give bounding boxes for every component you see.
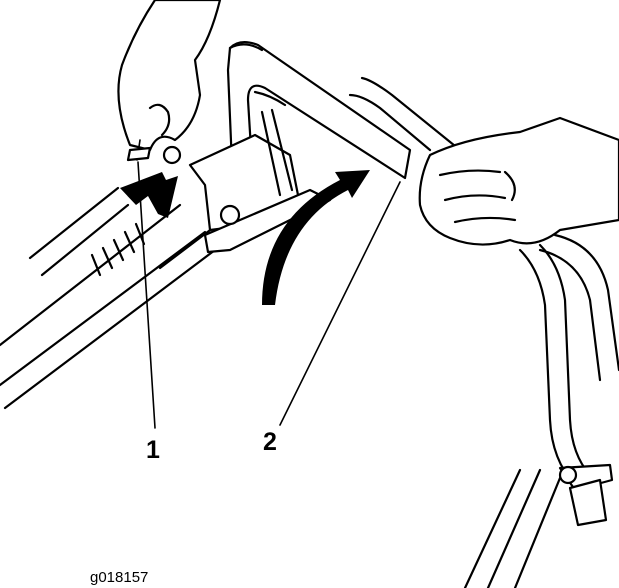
mower-frame <box>0 188 230 408</box>
figure-id: g018157 <box>90 569 148 586</box>
callout-2-label: 2 <box>263 428 277 456</box>
right-hand <box>420 118 619 245</box>
handle-bracket <box>190 110 330 252</box>
callout-1-label: 1 <box>146 436 160 464</box>
left-hand <box>118 0 220 163</box>
lift-arrow-icon <box>120 172 178 218</box>
